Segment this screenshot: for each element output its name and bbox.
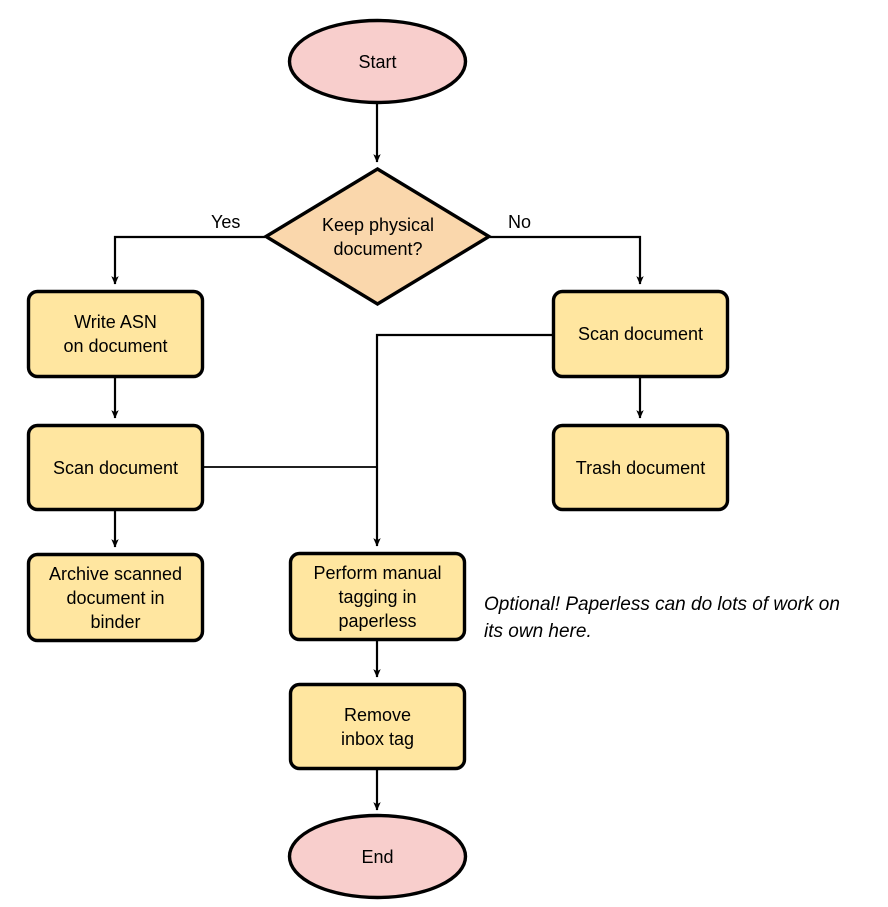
edge-decision-yes xyxy=(111,235,265,285)
edge-decision-no xyxy=(490,235,644,285)
node-remove-inbox-tag[interactable] xyxy=(288,682,467,771)
node-trash-document[interactable] xyxy=(551,423,730,512)
optional-note: Optional! Paperless can do lots of work … xyxy=(484,594,840,642)
edge-scan-right-to-tagging xyxy=(373,333,552,547)
edge-layer xyxy=(111,103,644,811)
node-end[interactable] xyxy=(287,813,468,900)
node-archive-scanned[interactable] xyxy=(26,552,205,643)
node-scan-document-left[interactable] xyxy=(26,423,205,512)
node-write-asn[interactable] xyxy=(26,289,205,379)
node-manual-tagging[interactable] xyxy=(288,551,467,642)
node-decision-keep-physical[interactable] xyxy=(262,167,493,306)
node-start[interactable] xyxy=(287,18,468,105)
node-layer xyxy=(26,18,730,900)
edge-label-no: No xyxy=(508,212,532,232)
edge-label-yes: Yes xyxy=(211,212,241,232)
node-scan-document-right[interactable] xyxy=(551,289,730,379)
